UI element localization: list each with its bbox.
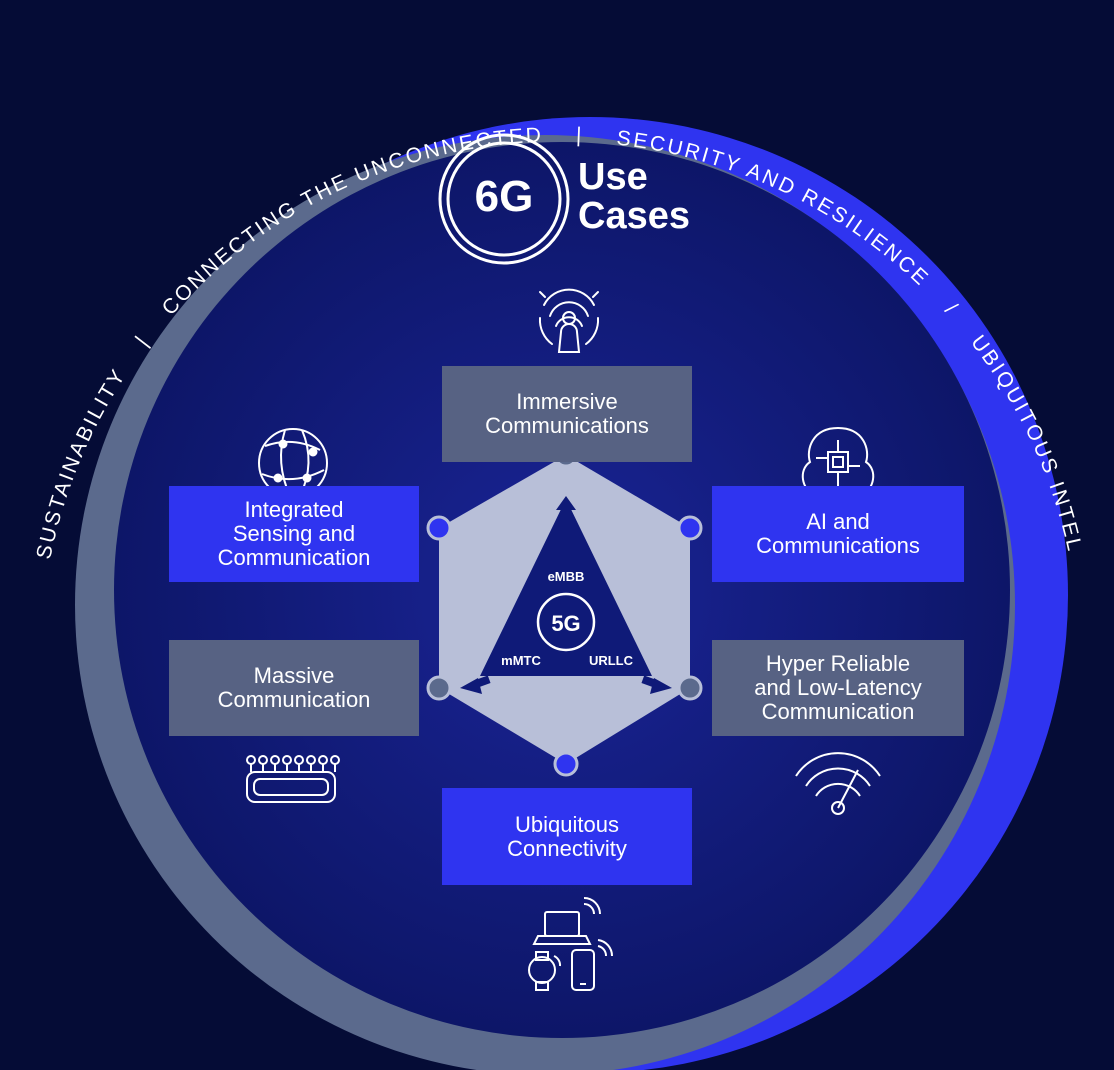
- core-mmtc-label: mMTC: [501, 653, 541, 668]
- arrow-left: [460, 675, 491, 694]
- use-case-immersive: Immersive Communications: [442, 366, 692, 462]
- iot-sensor-array-icon: [246, 755, 340, 803]
- core-urllc-label: URLLC: [589, 653, 634, 668]
- devices-laptop-watch-phone-icon: [528, 897, 614, 991]
- use-case-ubiquitous: Ubiquitous Connectivity: [442, 788, 692, 885]
- ring-separator-2: |: [576, 124, 585, 147]
- core-triangle: [480, 499, 652, 676]
- page-title: Use Cases: [578, 156, 690, 237]
- title-badge-inner-circle: [446, 141, 562, 257]
- use-case-massive: Massive Communication: [169, 640, 419, 736]
- node-bottom: [553, 751, 579, 777]
- title-badge: 6G: [474, 172, 534, 221]
- node-bottom-right: [677, 675, 703, 701]
- wifi-gauge-icon: [795, 752, 881, 815]
- node-top-left: [426, 515, 452, 541]
- ring-separator-1: |: [131, 330, 154, 350]
- node-bottom-left: [426, 675, 452, 701]
- arrow-up: [556, 496, 576, 520]
- use-case-hrllc: Hyper Reliable and Low-Latency Communica…: [712, 640, 964, 736]
- core-embb-label: eMBB: [548, 569, 585, 584]
- title-badge-circle: [438, 133, 570, 265]
- fingerprint-person-icon: [538, 288, 600, 353]
- use-case-ai: AI and Communications: [712, 486, 964, 582]
- node-top-right: [677, 515, 703, 541]
- core-5g-label: 5G: [551, 611, 580, 636]
- core-5g-ring: [536, 592, 596, 652]
- use-case-sensing: Integrated Sensing and Communication: [169, 486, 419, 582]
- arrow-right: [641, 675, 672, 694]
